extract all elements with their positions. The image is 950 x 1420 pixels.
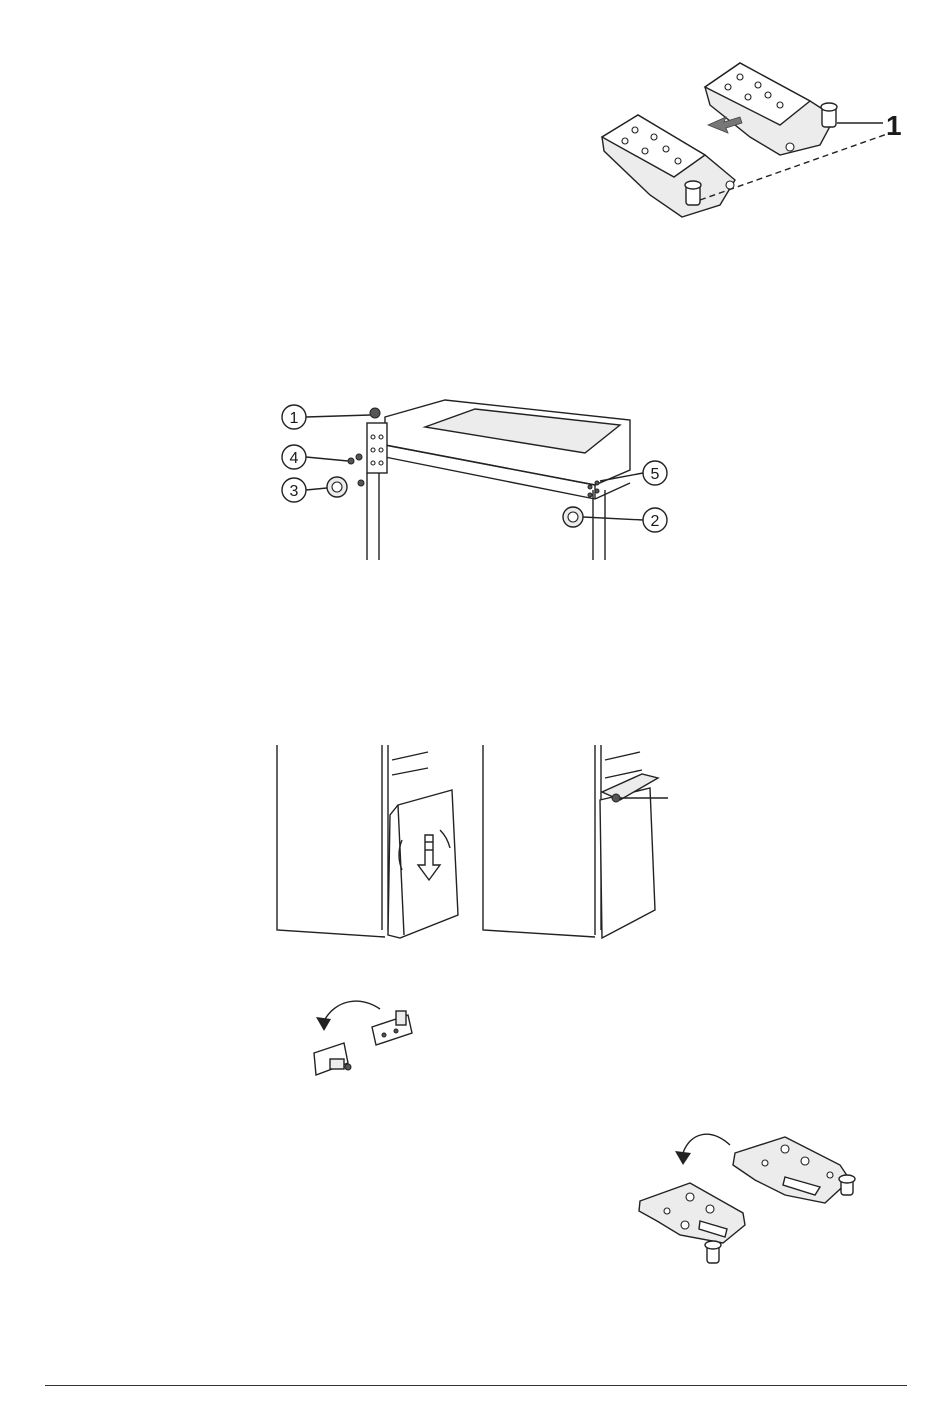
hinge-pin-icon	[705, 1241, 721, 1263]
curved-arrow-icon	[675, 1134, 730, 1165]
hinge-pin-icon	[821, 103, 837, 127]
door-removal-step-1	[277, 745, 458, 938]
callout-label: 1	[886, 110, 902, 141]
figure-bottom-hinge-swap	[635, 1125, 865, 1275]
callout-2: 2	[583, 508, 667, 532]
footer-divider	[45, 1385, 907, 1386]
callout-1: 1	[282, 405, 370, 429]
hinge-cap-left	[327, 477, 347, 497]
callout-4: 4	[282, 445, 348, 469]
figure-door-removal	[270, 740, 670, 945]
hinge-pin-icon	[839, 1175, 855, 1195]
hinge-plate-upper	[733, 1137, 850, 1203]
hinge-pin-icon	[685, 181, 701, 205]
hinge-plate-front	[602, 115, 735, 217]
cabinet-top	[385, 400, 630, 499]
svg-text:3: 3	[290, 483, 299, 500]
bracket-right	[372, 1011, 412, 1045]
svg-text:5: 5	[651, 466, 660, 483]
screw-icon	[348, 454, 364, 486]
bracket-left	[314, 1043, 351, 1075]
svg-text:1: 1	[290, 410, 299, 427]
figure-top-hinge-assembly: 1 4 3 5 2	[275, 395, 675, 565]
hinge-plate-back	[705, 63, 835, 155]
svg-text:4: 4	[290, 450, 299, 467]
figure-bracket-swap	[300, 995, 430, 1080]
svg-text:2: 2	[651, 513, 660, 530]
curved-arrow-icon	[316, 1001, 380, 1031]
top-hinge-bracket	[367, 408, 387, 473]
hinge-cap-right	[563, 507, 583, 527]
callout-3: 3	[282, 478, 327, 502]
figure-hinge-plates: 1	[590, 55, 920, 235]
door-removal-step-2	[483, 745, 668, 938]
hinge-plate-lower	[639, 1183, 745, 1243]
arrow-icon	[708, 117, 742, 133]
